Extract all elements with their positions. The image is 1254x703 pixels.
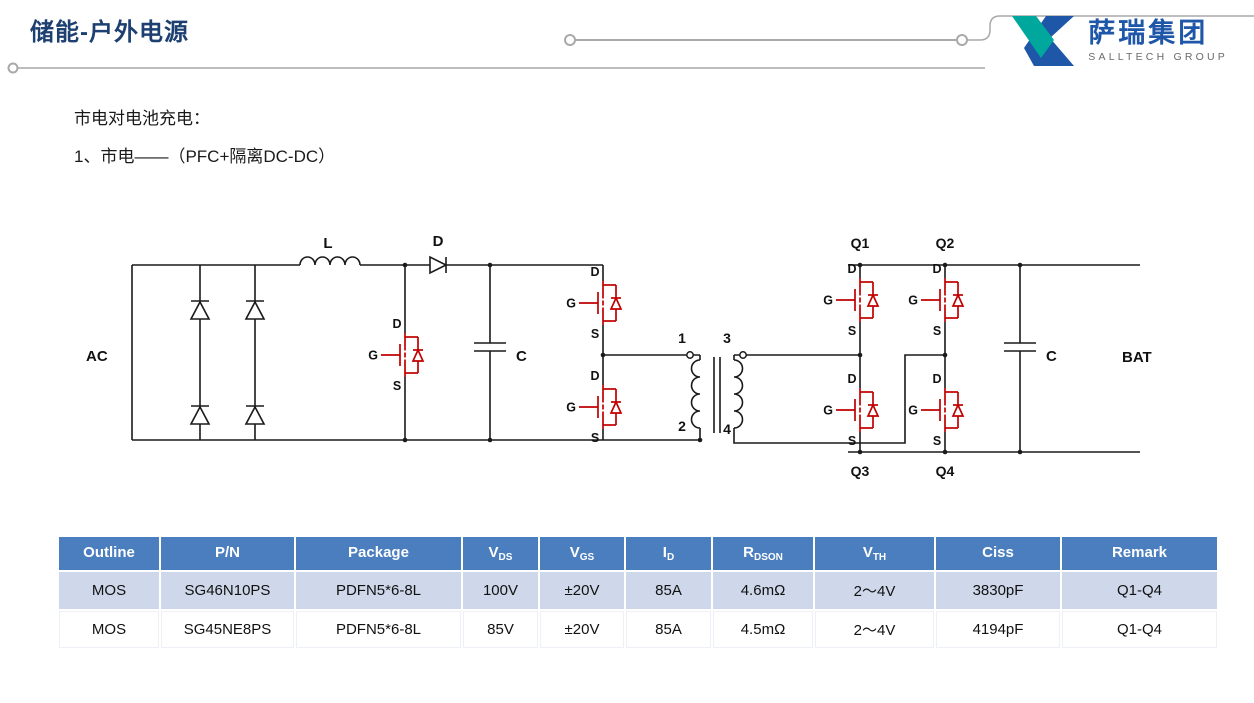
col-remark: Remark xyxy=(1062,537,1217,570)
secondary-pin3-label: 3 xyxy=(723,330,731,346)
intro-line-2: 1、市电——（PFC+隔离DC-DC） xyxy=(74,147,336,166)
header-decoration xyxy=(7,15,1254,74)
ac-label: AC xyxy=(86,348,108,365)
cell: PDFN5*6-8L xyxy=(296,611,461,648)
circuit-wires xyxy=(131,264,1140,453)
table-header-row: Outline P/N Package VDS VGS ID RDSON VTH… xyxy=(59,537,1217,570)
q2-mosfet xyxy=(907,261,964,339)
secondary-pin4-label: 4 xyxy=(723,421,731,437)
deco-node-icon xyxy=(7,62,19,74)
cell: MOS xyxy=(59,611,159,648)
company-logo: 萨瑞集团 SALLTECH GROUP xyxy=(1008,8,1228,74)
cell: 100V xyxy=(463,572,538,609)
primary-terminal-icon xyxy=(686,351,694,359)
cell: Q1-Q4 xyxy=(1062,611,1217,648)
bus-capacitor-symbol xyxy=(474,342,506,352)
primary-pin2-label: 2 xyxy=(678,418,686,434)
bus-cap-label: C xyxy=(516,348,527,365)
cell: 85A xyxy=(626,572,711,609)
bridge-rectifier xyxy=(189,300,266,425)
col-ciss: Ciss xyxy=(936,537,1060,570)
output-capacitor-symbol xyxy=(1004,342,1036,352)
col-package: Package xyxy=(296,537,461,570)
circuit-diagram: D G S xyxy=(86,233,1152,479)
pfc-mosfet xyxy=(367,316,424,394)
boost-diode-label: D xyxy=(433,233,444,250)
output-cap-label: C xyxy=(1046,348,1057,365)
spec-row-2: MOS SG45NE8PS PDFN5*6-8L 85V ±20V 85A 4.… xyxy=(59,611,1217,648)
cell: 2～4V xyxy=(815,572,934,609)
cell: 85A xyxy=(626,611,711,648)
logo-text: 萨瑞集团 SALLTECH GROUP xyxy=(1088,17,1228,64)
cell: 4194pF xyxy=(936,611,1060,648)
intro-line-1: 市电对电池充电： xyxy=(74,109,210,128)
halfbridge-upper-mosfet xyxy=(565,264,622,342)
cell: SG46N10PS xyxy=(161,572,294,609)
col-vds: VDS xyxy=(463,537,538,570)
cell: ±20V xyxy=(540,611,624,648)
bat-label: BAT xyxy=(1122,349,1152,366)
col-id: ID xyxy=(626,537,711,570)
inductor-label: L xyxy=(323,235,332,252)
logo-company-name: 萨瑞集团 xyxy=(1088,17,1209,48)
boost-diode-symbol xyxy=(429,255,448,275)
cell: 4.6mΩ xyxy=(713,572,813,609)
cell: 85V xyxy=(463,611,538,648)
col-vth: VTH xyxy=(815,537,934,570)
cell: 2～4V xyxy=(815,611,934,648)
col-outline: Outline xyxy=(59,537,159,570)
cell: 3830pF xyxy=(936,572,1060,609)
cell: Q1-Q4 xyxy=(1062,572,1217,609)
logo-company-subtitle: SALLTECH GROUP xyxy=(1088,51,1228,64)
secondary-terminal-icon xyxy=(739,351,747,359)
transformer-symbol xyxy=(686,351,747,433)
cell: SG45NE8PS xyxy=(161,611,294,648)
col-pn: P/N xyxy=(161,537,294,570)
q1-mosfet xyxy=(822,261,879,339)
cell: PDFN5*6-8L xyxy=(296,572,461,609)
q3-mosfet xyxy=(822,371,879,449)
col-vgs: VGS xyxy=(540,537,624,570)
q1-label: Q1 xyxy=(851,235,870,251)
cell: 4.5mΩ xyxy=(713,611,813,648)
col-rdson: RDSON xyxy=(713,537,813,570)
q4-mosfet xyxy=(907,371,964,449)
primary-pin1-label: 1 xyxy=(678,330,686,346)
cell: ±20V xyxy=(540,572,624,609)
halfbridge-lower-mosfet xyxy=(565,368,622,446)
q3-label: Q3 xyxy=(851,463,870,479)
cell: MOS xyxy=(59,572,159,609)
spec-row-1: MOS SG46N10PS PDFN5*6-8L 100V ±20V 85A 4… xyxy=(59,572,1217,609)
deco-node-icon xyxy=(564,34,576,46)
q4-label: Q4 xyxy=(936,463,955,479)
deco-node-icon xyxy=(956,34,968,46)
mosfet-spec-table: Outline P/N Package VDS VGS ID RDSON VTH… xyxy=(57,535,1219,650)
q2-label: Q2 xyxy=(936,235,955,251)
inductor-symbol xyxy=(299,256,361,266)
page-title: 储能-户外电源 xyxy=(30,19,189,46)
junction-dots xyxy=(402,262,1023,455)
logo-mark-icon xyxy=(1012,16,1075,66)
